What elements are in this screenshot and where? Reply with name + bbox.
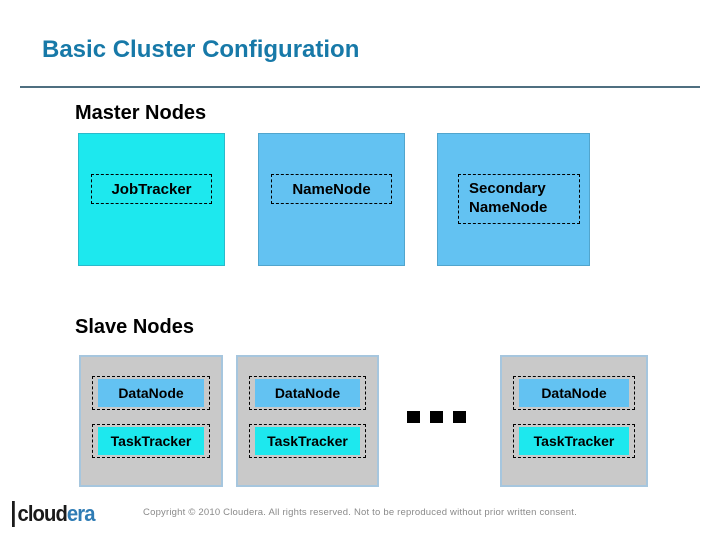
slave-nodes-heading: Slave Nodes [75,316,194,338]
ellipsis-dots [407,411,471,423]
tasktracker-label-box: TaskTracker [513,424,635,458]
ellipsis-dot [453,411,466,423]
tasktracker-label-box: TaskTracker [249,424,366,458]
slave-node-n: DataNode TaskTracker [500,355,648,487]
jobtracker-label: JobTracker [111,180,192,198]
ellipsis-dot [407,411,420,423]
master-node-namenode: NameNode [258,133,405,266]
master-node-secondary-namenode: Secondary NameNode [437,133,590,266]
secondary-namenode-label: Secondary NameNode [469,180,548,216]
tasktracker-label: TaskTracker [98,427,204,455]
jobtracker-label-box: JobTracker [91,174,212,204]
copyright-text: Copyright © 2010 Cloudera. All rights re… [143,507,577,518]
datanode-label: DataNode [255,379,360,407]
datanode-label-box: DataNode [249,376,366,410]
slave-node-1: DataNode TaskTracker [79,355,223,487]
ellipsis-dot [430,411,443,423]
datanode-label-box: DataNode [513,376,635,410]
cloudera-logo-era: era [66,501,96,526]
slide-title: Basic Cluster Configuration [42,36,360,63]
tasktracker-label-box: TaskTracker [92,424,210,458]
datanode-label: DataNode [98,379,204,407]
title-divider [20,86,700,88]
secondary-namenode-label-box: Secondary NameNode [458,174,580,224]
master-node-jobtracker: JobTracker [78,133,225,266]
tasktracker-label: TaskTracker [519,427,629,455]
slave-node-2: DataNode TaskTracker [236,355,379,487]
datanode-label-box: DataNode [92,376,210,410]
cloudera-logo: cloud era [12,501,95,527]
datanode-label: DataNode [519,379,629,407]
cloudera-logo-cloud: cloud [17,501,68,526]
master-nodes-heading: Master Nodes [75,102,207,124]
namenode-label: NameNode [292,180,371,198]
namenode-label-box: NameNode [271,174,392,204]
tasktracker-label: TaskTracker [255,427,360,455]
